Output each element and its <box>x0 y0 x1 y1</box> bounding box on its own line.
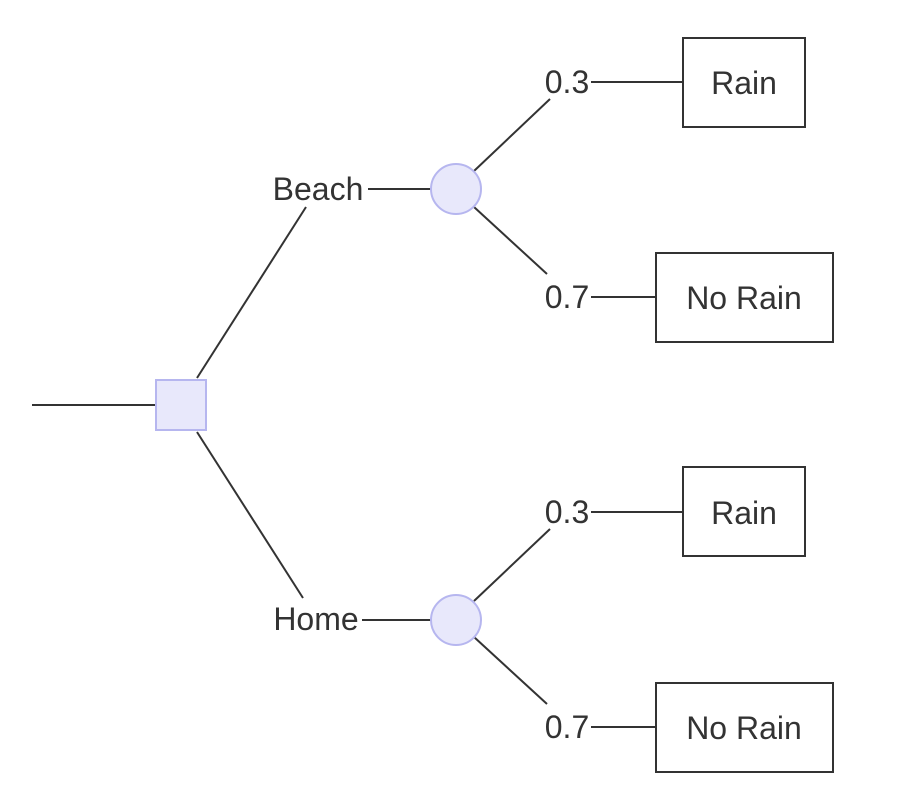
probability-label: 0.7 <box>545 709 589 745</box>
option-label-beach: Beach <box>273 171 364 207</box>
chance-circle-icon <box>430 163 482 215</box>
edge-beach-chance-to-rain <box>473 98 551 172</box>
outcome-node-beach-norain: No Rain <box>655 252 834 343</box>
probability-label: 0.7 <box>545 279 589 315</box>
edge-beach-chance-to-norain <box>473 206 548 275</box>
decision-square-icon <box>155 379 207 431</box>
outcome-box <box>655 252 834 343</box>
edge-decision-to-beach <box>196 206 307 379</box>
outcome-node-home-rain: Rain <box>682 466 806 557</box>
outcome-label: Rain <box>711 495 777 531</box>
edges <box>32 81 683 728</box>
outcome-node-home-norain: No Rain <box>655 682 834 773</box>
option-label-home: Home <box>273 601 358 637</box>
probability-label: 0.3 <box>545 64 589 100</box>
chance-circle-icon <box>430 594 482 646</box>
outcome-label: No Rain <box>686 710 802 746</box>
probability-label: 0.3 <box>545 494 589 530</box>
outcome-label: Rain <box>711 65 777 101</box>
outcome-label: No Rain <box>686 280 802 316</box>
outcome-box <box>682 466 806 557</box>
edge-decision-to-home <box>196 431 304 599</box>
outcome-box <box>682 37 806 128</box>
outcome-box <box>655 682 834 773</box>
outcome-node-beach-rain: Rain <box>682 37 806 128</box>
edge-home-chance-to-norain <box>473 636 548 705</box>
edge-home-chance-to-rain <box>473 528 551 602</box>
